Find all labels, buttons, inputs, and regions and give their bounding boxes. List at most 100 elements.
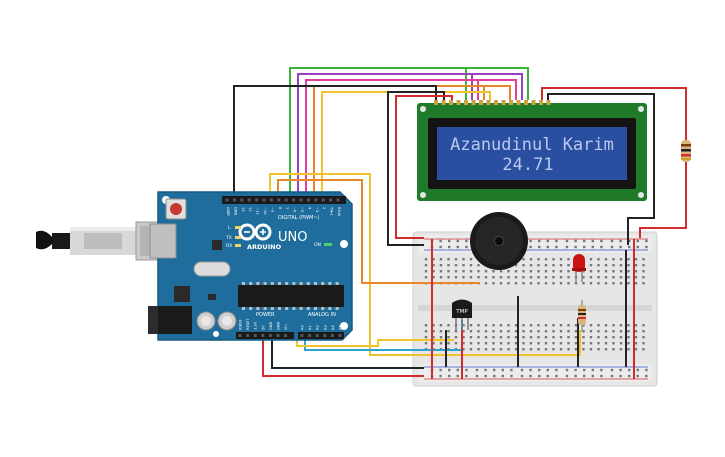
breadboard-hole[interactable]	[432, 342, 435, 345]
rail-hole[interactable]	[565, 368, 569, 372]
breadboard-hole[interactable]	[529, 258, 533, 261]
breadboard-hole[interactable]	[499, 348, 503, 351]
breadboard-hole[interactable]	[439, 270, 443, 273]
breadboard-hole[interactable]	[634, 282, 638, 285]
breadboard-hole[interactable]	[462, 276, 465, 279]
breadboard-hole[interactable]	[469, 336, 473, 339]
breadboard-hole[interactable]	[469, 276, 473, 279]
breadboard-hole[interactable]	[604, 324, 608, 327]
breadboard-hole[interactable]	[477, 324, 480, 327]
breadboard-hole[interactable]	[604, 282, 608, 285]
lcd-pin[interactable]	[539, 100, 543, 105]
rail-hole[interactable]	[465, 239, 468, 243]
rail-hole[interactable]	[493, 368, 496, 372]
lcd-pin[interactable]	[546, 100, 551, 105]
breadboard-hole[interactable]	[559, 336, 563, 339]
breadboard-hole[interactable]	[627, 282, 630, 285]
breadboard-hole[interactable]	[424, 264, 428, 267]
breadboard-hole[interactable]	[567, 324, 570, 327]
breadboard-hole[interactable]	[432, 264, 435, 267]
breadboard-hole[interactable]	[612, 336, 615, 339]
breadboard-hole[interactable]	[604, 276, 608, 279]
breadboard-hole[interactable]	[424, 276, 428, 279]
breadboard-hole[interactable]	[447, 324, 450, 327]
breadboard-hole[interactable]	[567, 258, 570, 261]
breadboard-hole[interactable]	[642, 342, 645, 345]
breadboard-hole[interactable]	[462, 348, 465, 351]
rail-hole[interactable]	[546, 374, 549, 378]
breadboard-hole[interactable]	[634, 258, 638, 261]
header-pin[interactable]	[299, 198, 303, 202]
breadboard-hole[interactable]	[612, 270, 615, 273]
lcd-pin[interactable]	[434, 100, 438, 105]
breadboard-hole[interactable]	[522, 348, 525, 351]
breadboard-hole[interactable]	[544, 276, 548, 279]
breadboard-hole[interactable]	[589, 276, 593, 279]
breadboard-hole[interactable]	[582, 330, 585, 333]
breadboard-hole[interactable]	[589, 348, 593, 351]
breadboard-hole[interactable]	[522, 276, 525, 279]
breadboard-hole[interactable]	[499, 270, 503, 273]
breadboard-hole[interactable]	[552, 348, 555, 351]
breadboard-hole[interactable]	[447, 270, 450, 273]
breadboard-hole[interactable]	[522, 264, 525, 267]
breadboard-hole[interactable]	[537, 348, 540, 351]
breadboard-hole[interactable]	[627, 348, 630, 351]
lcd-pin[interactable]	[471, 100, 476, 105]
power-pin[interactable]	[238, 334, 242, 337]
rail-hole[interactable]	[610, 374, 614, 378]
breadboard-hole[interactable]	[634, 342, 638, 345]
header-pin[interactable]	[262, 198, 266, 202]
rail-hole[interactable]	[538, 239, 541, 243]
header-pin[interactable]	[284, 198, 288, 202]
breadboard-hole[interactable]	[484, 282, 488, 285]
breadboard-hole[interactable]	[477, 348, 480, 351]
breadboard-hole[interactable]	[589, 330, 593, 333]
breadboard-hole[interactable]	[499, 330, 503, 333]
rail-hole[interactable]	[619, 245, 622, 249]
breadboard-hole[interactable]	[597, 270, 600, 273]
breadboard-hole[interactable]	[492, 330, 495, 333]
breadboard-hole[interactable]	[462, 258, 465, 261]
breadboard-hole[interactable]	[522, 342, 525, 345]
breadboard-hole[interactable]	[642, 276, 645, 279]
rail-hole[interactable]	[475, 368, 479, 372]
breadboard-hole[interactable]	[424, 258, 428, 261]
lcd-pin[interactable]	[516, 100, 521, 105]
breadboard-hole[interactable]	[634, 336, 638, 339]
breadboard-hole[interactable]	[559, 276, 563, 279]
lcd-pin[interactable]	[464, 100, 468, 105]
header-pin[interactable]	[277, 198, 281, 202]
breadboard-hole[interactable]	[612, 330, 615, 333]
breadboard-hole[interactable]	[469, 330, 473, 333]
breadboard-hole[interactable]	[559, 330, 563, 333]
breadboard-hole[interactable]	[432, 330, 435, 333]
breadboard-hole[interactable]	[567, 330, 570, 333]
breadboard-hole[interactable]	[627, 264, 630, 267]
breadboard-hole[interactable]	[627, 276, 630, 279]
rail-hole[interactable]	[439, 245, 442, 249]
breadboard-hole[interactable]	[537, 270, 540, 273]
breadboard-hole[interactable]	[424, 342, 428, 345]
breadboard-hole[interactable]	[507, 330, 510, 333]
breadboard-hole[interactable]	[552, 282, 555, 285]
breadboard-hole[interactable]	[642, 330, 645, 333]
breadboard-hole[interactable]	[559, 264, 563, 267]
breadboard-hole[interactable]	[507, 282, 510, 285]
breadboard-hole[interactable]	[462, 342, 465, 345]
breadboard-hole[interactable]	[469, 342, 473, 345]
breadboard-hole[interactable]	[522, 336, 525, 339]
analog-pin[interactable]	[338, 334, 342, 337]
breadboard-hole[interactable]	[499, 324, 503, 327]
breadboard-hole[interactable]	[567, 276, 570, 279]
header-pin[interactable]	[306, 198, 310, 202]
breadboard-hole[interactable]	[544, 270, 548, 273]
rail-hole[interactable]	[574, 239, 577, 243]
breadboard-hole[interactable]	[454, 264, 458, 267]
header-pin[interactable]	[232, 198, 236, 202]
breadboard-hole[interactable]	[619, 342, 623, 345]
breadboard-hole[interactable]	[559, 270, 563, 273]
rail-hole[interactable]	[628, 374, 631, 378]
rail-hole[interactable]	[628, 245, 631, 249]
breadboard-hole[interactable]	[529, 324, 533, 327]
